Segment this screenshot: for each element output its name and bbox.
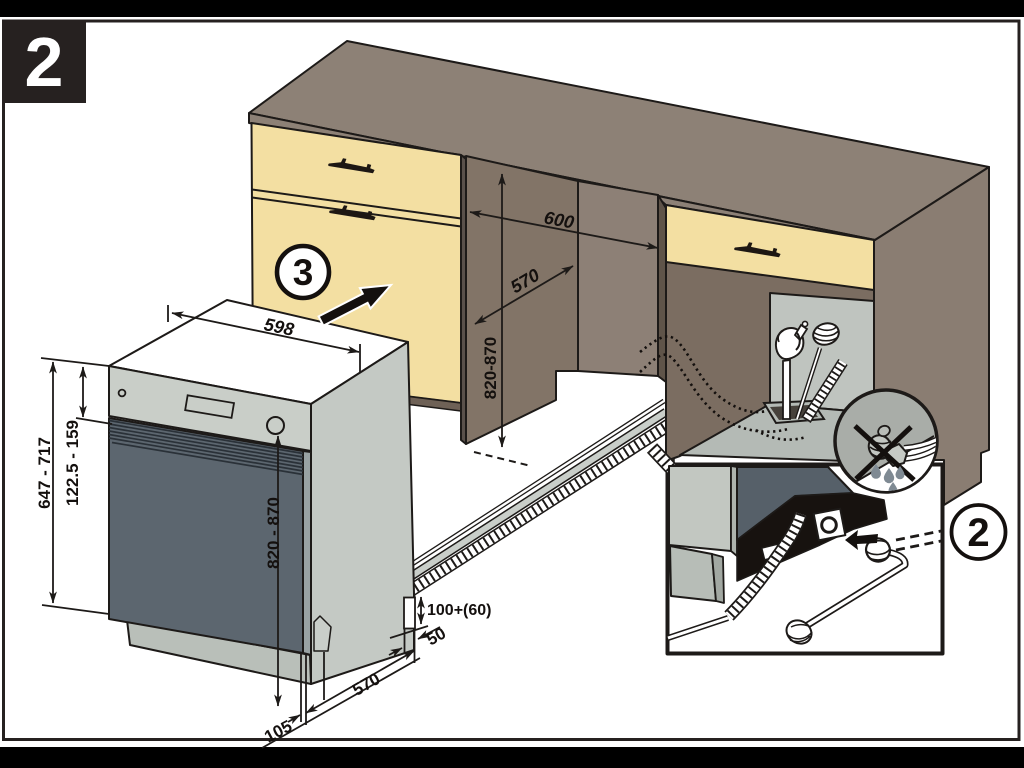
svg-text:3: 3 xyxy=(293,252,314,293)
svg-text:820-870: 820-870 xyxy=(481,337,500,399)
svg-text:647 - 717: 647 - 717 xyxy=(35,437,54,509)
svg-text:2: 2 xyxy=(967,511,989,555)
svg-text:2: 2 xyxy=(25,23,64,101)
svg-text:122.5 - 159: 122.5 - 159 xyxy=(63,420,82,506)
svg-text:100+(60): 100+(60) xyxy=(427,602,492,619)
svg-text:820 - 870: 820 - 870 xyxy=(264,497,283,569)
